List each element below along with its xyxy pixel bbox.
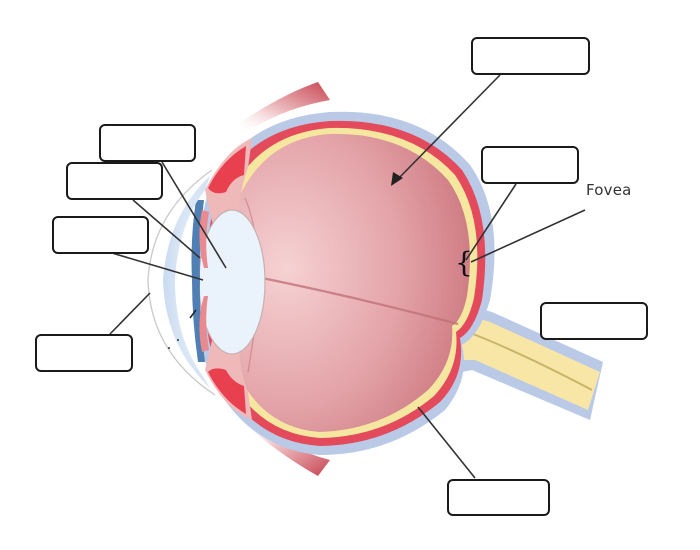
label-box-pupil[interactable]	[52, 216, 149, 254]
arrowhead-icon	[391, 172, 403, 186]
lens	[198, 209, 266, 355]
label-box-lens[interactable]	[99, 124, 196, 162]
label-box-iris[interactable]	[66, 162, 163, 200]
label-box-optic-nerve[interactable]	[540, 302, 648, 340]
iris-muscle-lower	[199, 296, 209, 352]
label-box-retina[interactable]	[447, 479, 550, 516]
label-box-vitreous[interactable]	[471, 37, 590, 75]
superior-muscle	[232, 82, 330, 130]
fovea-label: Fovea	[586, 181, 632, 199]
ciliary-body-top	[208, 146, 246, 194]
fovea-bracket-icon: {	[455, 246, 473, 279]
cornea	[163, 176, 210, 388]
label-box-macula[interactable]	[481, 146, 579, 184]
iris-muscle	[199, 210, 209, 268]
leader-lines	[109, 74, 586, 479]
cornea-outer-line	[147, 169, 216, 396]
label-box-cornea[interactable]	[35, 334, 133, 372]
ciliary-body-bottom	[208, 368, 246, 414]
optic-nerve	[460, 316, 600, 410]
vitreous-body	[224, 133, 470, 433]
iris	[191, 200, 205, 362]
